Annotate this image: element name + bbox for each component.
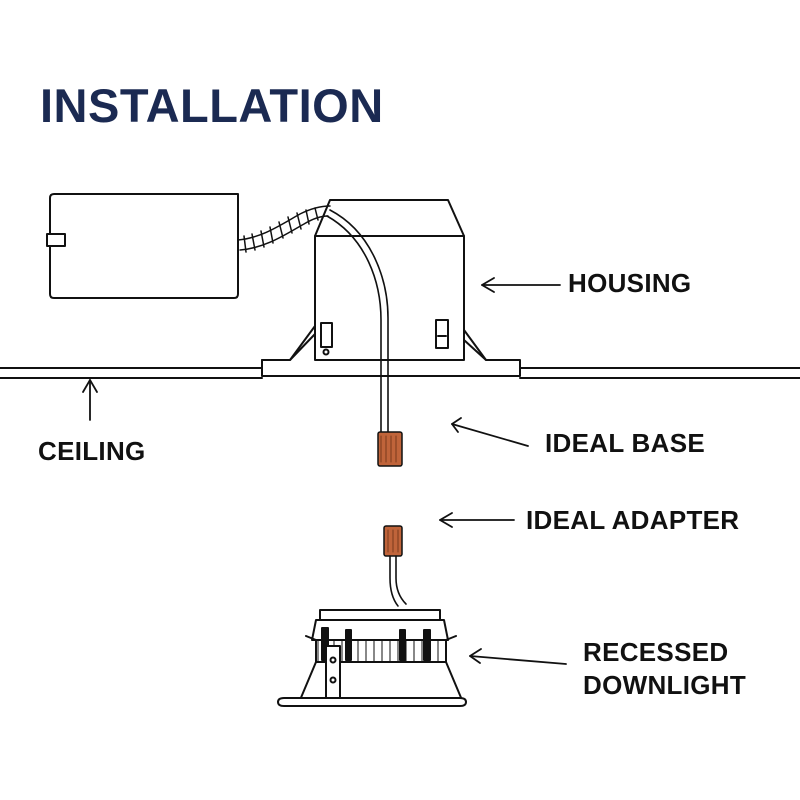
ideal-adapter-connector bbox=[383, 525, 403, 557]
arrow-ceiling bbox=[82, 379, 98, 421]
label-ceiling: CEILING bbox=[38, 436, 146, 466]
arrow-ideal-adapter bbox=[439, 512, 515, 528]
housing-can bbox=[261, 199, 521, 377]
adapter-wire bbox=[389, 555, 407, 607]
label-ideal-adapter: IDEAL ADAPTER bbox=[526, 505, 740, 535]
arrow-ideal-base bbox=[451, 417, 529, 447]
ceiling-line bbox=[0, 367, 800, 379]
page-title: INSTALLATION bbox=[40, 79, 384, 132]
flex-conduit bbox=[237, 205, 331, 253]
label-ideal-base: IDEAL BASE bbox=[545, 428, 705, 458]
recessed-downlight bbox=[277, 609, 467, 707]
arrow-downlight bbox=[469, 648, 567, 665]
label-housing: HOUSING bbox=[568, 268, 692, 298]
arrow-housing bbox=[481, 277, 561, 293]
label-downlight: DOWNLIGHT bbox=[583, 670, 747, 701]
label-recessed: RECESSED bbox=[583, 637, 729, 667]
label-recessed-downlight: RECESSED DOWNLIGHT bbox=[583, 636, 746, 702]
junction-box bbox=[46, 193, 239, 299]
ideal-base-connector bbox=[377, 431, 403, 467]
base-wire bbox=[326, 209, 389, 433]
